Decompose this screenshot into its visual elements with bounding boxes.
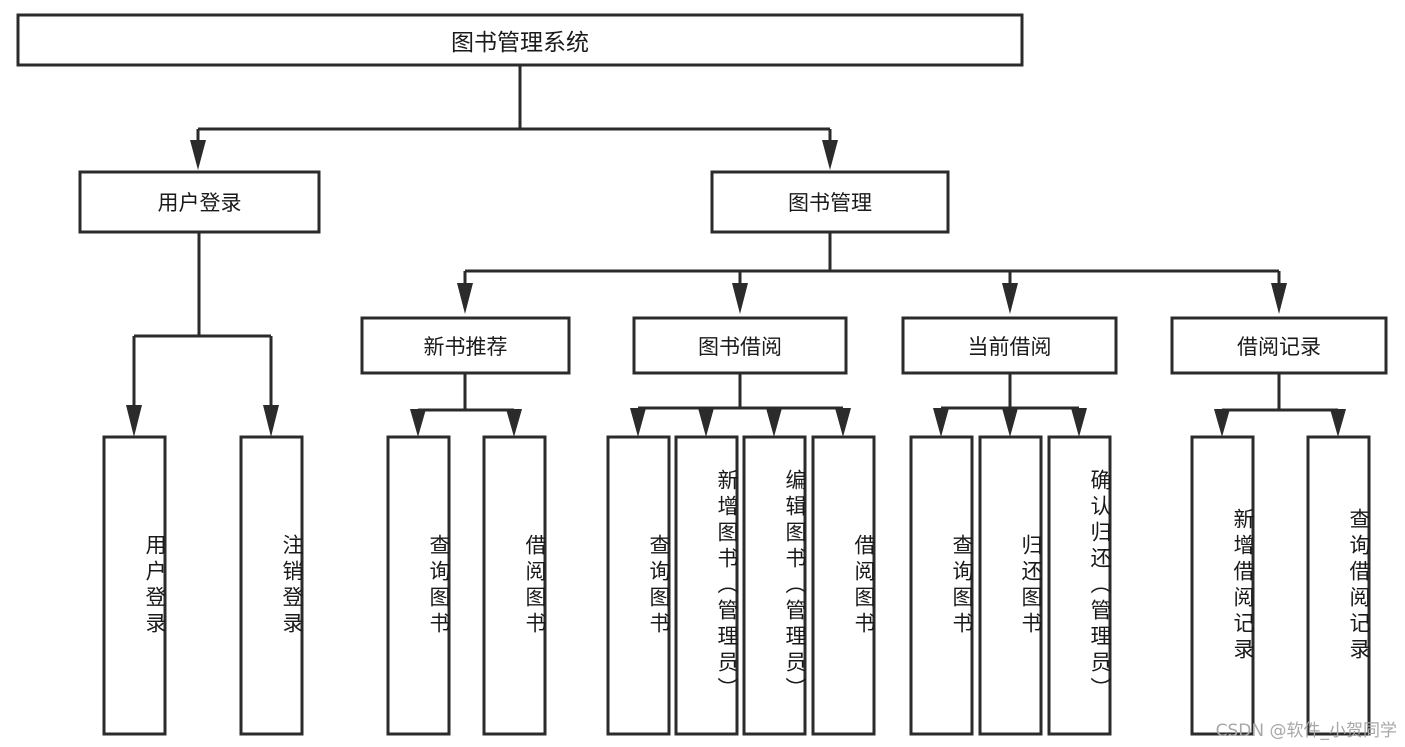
arrow-head-user-login-leaf1: [126, 405, 142, 437]
arrow-head-book-mgmt-c3: [1002, 283, 1018, 314]
arrow-head-bb-l4: [835, 408, 851, 437]
leaf-book-borrow-1-box[interactable]: [674, 435, 739, 736]
leaf-user-login-1-box[interactable]: [239, 435, 304, 736]
node-new-book-rec-box[interactable]: [360, 316, 571, 375]
arrow-head-book-mgmt-c1: [457, 283, 473, 314]
arrow-head-bb-l1: [630, 408, 646, 437]
arrow-head-to-book-mgmt: [822, 140, 838, 170]
leaf-book-borrow-2-box[interactable]: [742, 435, 807, 736]
leaf-current-borrow-0-box[interactable]: [909, 435, 974, 736]
arrow-head-user-login-leaf2: [263, 405, 279, 437]
leaf-new-book-rec-1-box[interactable]: [482, 435, 547, 736]
leaf-book-borrow-0-box[interactable]: [606, 435, 671, 736]
arrow-head-cb-l2: [1002, 408, 1018, 437]
leaf-borrow-record-0-box[interactable]: [1190, 435, 1255, 736]
leaf-current-borrow-2-box[interactable]: [1047, 435, 1112, 736]
arrow-head-cb-l3: [1071, 408, 1087, 437]
node-book-borrow-box[interactable]: [632, 316, 848, 375]
node-book-mgmt-box[interactable]: [710, 170, 950, 234]
arrow-head-book-mgmt-c4: [1271, 283, 1287, 314]
arrow-head-br-l2: [1330, 409, 1346, 437]
node-current-borrow-box[interactable]: [901, 316, 1118, 375]
leaf-new-book-rec-0-box[interactable]: [386, 435, 451, 736]
arrow-head-bb-l2: [698, 408, 714, 437]
node-borrow-record-box[interactable]: [1170, 316, 1388, 375]
arrow-head-book-mgmt-c2: [732, 283, 748, 314]
arrow-head-br-l1: [1214, 409, 1230, 437]
arrow-head-cb-l1: [933, 408, 949, 437]
leaf-user-login-0-box[interactable]: [102, 435, 167, 736]
arrow-head-nbr-l1: [410, 409, 426, 437]
node-user-login-box[interactable]: [78, 170, 321, 234]
leaf-borrow-record-1-box[interactable]: [1306, 435, 1371, 736]
leaf-book-borrow-3-box[interactable]: [811, 435, 876, 736]
arrow-head-to-user-login: [190, 140, 206, 170]
arrow-head-nbr-l2: [506, 409, 522, 437]
arrow-head-bb-l3: [766, 408, 782, 437]
leaf-current-borrow-1-box[interactable]: [978, 435, 1043, 736]
node-root-box[interactable]: [16, 13, 1024, 67]
